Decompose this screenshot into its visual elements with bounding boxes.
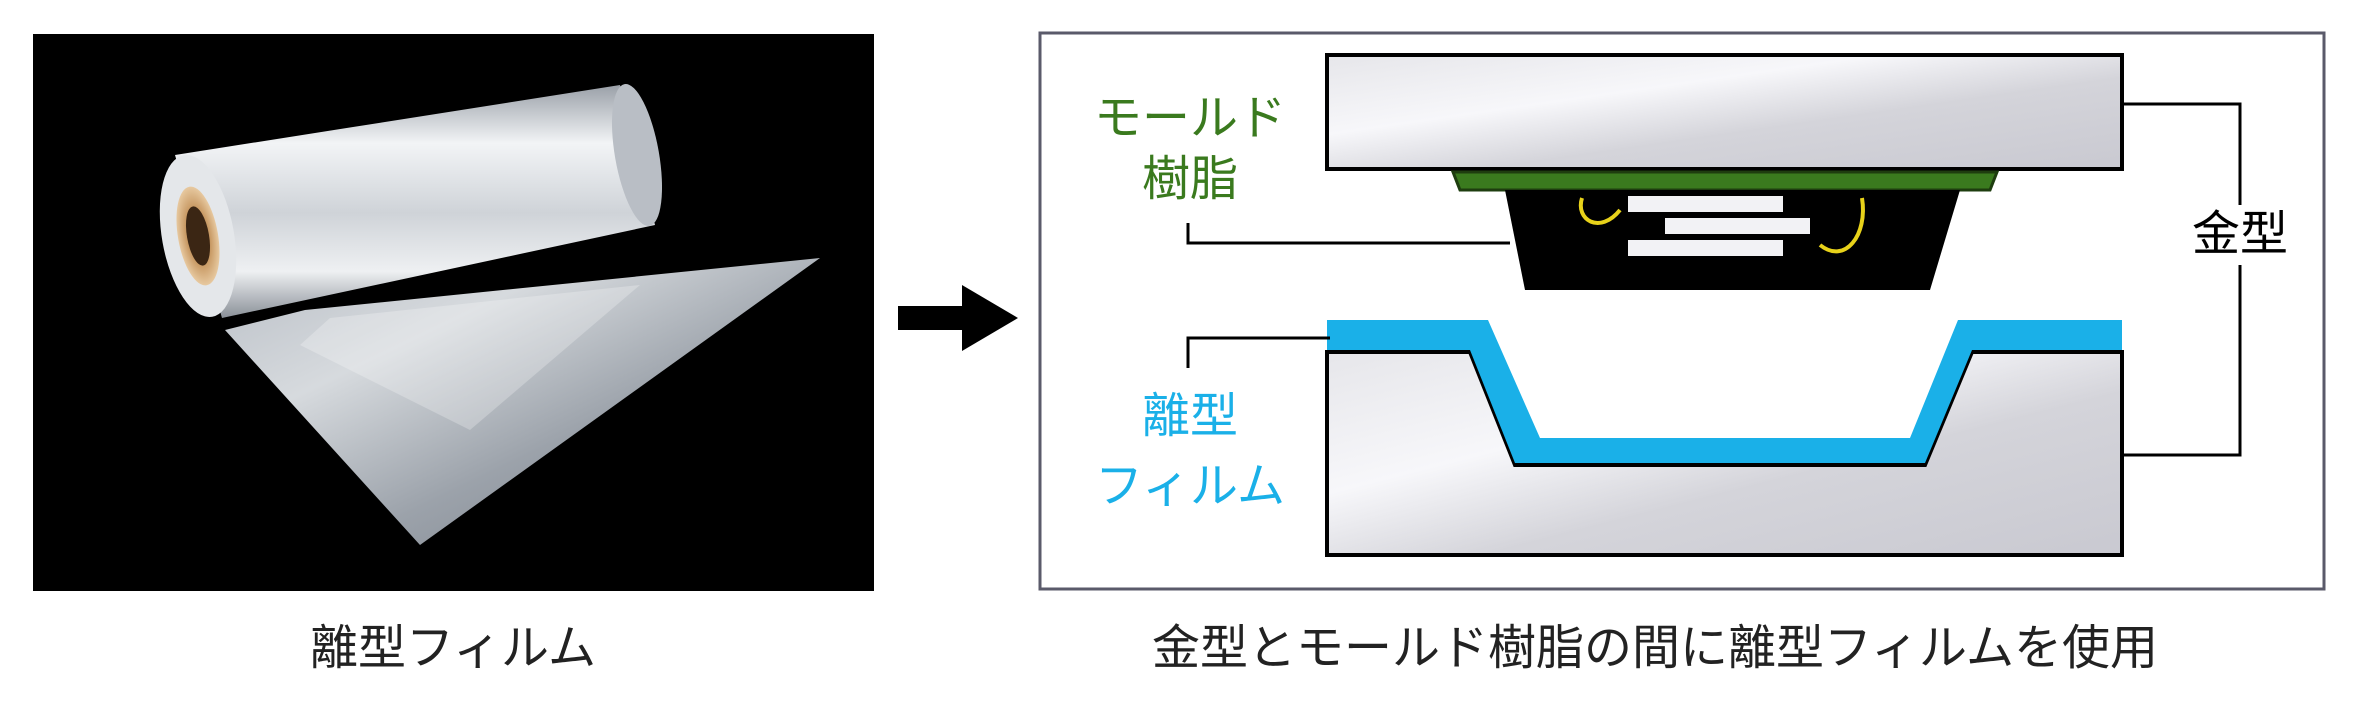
bond-wire-right: [1818, 197, 1865, 254]
release-film-leader: [1186, 336, 1330, 368]
mold-diagram: モールド 樹脂 金型 離型 フィルム: [1038, 31, 2326, 591]
chip-top: [1628, 196, 1783, 212]
right-arrow-icon: [898, 285, 1018, 351]
chip-bottom: [1628, 240, 1783, 256]
mold-resin-label-line1: モールド: [1094, 90, 1286, 146]
film-roll-far-end: [611, 83, 663, 227]
resin-substrate: [1450, 170, 2000, 192]
mold-label-backing: [2185, 205, 2295, 265]
photo-caption: 離型フィルム: [310, 620, 596, 676]
mold-label: 金型: [2192, 206, 2288, 262]
release-film-photo: [33, 34, 874, 591]
mold-leader: [2122, 102, 2242, 457]
mold-resin-leader: [1186, 223, 1510, 245]
release-film-layer: [1327, 320, 2122, 463]
diagram-caption: 金型とモールド樹脂の間に離型フィルムを使用: [1152, 620, 2158, 676]
film-sheet: [225, 258, 820, 545]
film-sheet-highlight: [300, 285, 640, 430]
chip-middle: [1665, 218, 1810, 234]
upper-mold: [1325, 53, 2124, 171]
film-roll-body: [175, 85, 655, 318]
release-film-label-line2: フィルム: [1095, 458, 1285, 514]
bond-wire-left: [1578, 197, 1622, 225]
lower-mold: [1325, 350, 2124, 557]
film-roll-core-hole: [185, 206, 211, 266]
mold-resin-label-line2: 樹脂: [1142, 151, 1238, 207]
release-film-label-line1: 離型: [1142, 388, 1238, 444]
